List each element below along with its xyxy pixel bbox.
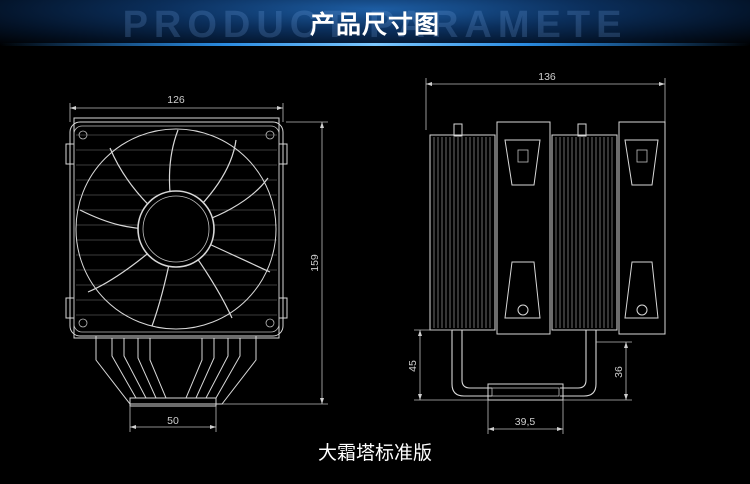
dim-side-width: 136: [425, 71, 666, 130]
dim-front-height-label: 159: [309, 254, 321, 272]
product-caption: 大霜塔标准版: [317, 442, 432, 464]
fin-stack-left: [429, 134, 496, 331]
dim-side-base-label: 39,5: [515, 416, 536, 428]
dim-side-right-height-label: 36: [613, 366, 625, 378]
banner-glow-line: [0, 43, 750, 46]
dim-side-left-height: 45: [407, 329, 488, 401]
dim-side-right-height: 36: [563, 341, 632, 401]
dim-front-width: 126: [69, 94, 284, 122]
banner-watermark: PRODUCT PARAMETE: [122, 4, 628, 46]
fan-side-right: [618, 121, 666, 335]
side-view: 136: [407, 71, 666, 434]
dim-heatpipe-base-label: 50: [167, 415, 179, 427]
fan-side-middle: [496, 121, 551, 335]
fin-stack-right: [551, 134, 618, 331]
dim-front-width-label: 126: [167, 94, 185, 106]
dim-side-width-label: 136: [538, 71, 556, 83]
header-banner: PRODUCT PARAMETE 产品尺寸图: [0, 0, 750, 46]
front-view: 126 159: [65, 94, 328, 432]
dim-heatpipe-base: 50: [129, 406, 217, 432]
page-title: 产品尺寸图: [309, 10, 440, 39]
dim-front-height: 159: [215, 121, 328, 405]
dim-side-left-height-label: 45: [407, 360, 419, 372]
dim-side-base: 39,5: [487, 400, 564, 434]
